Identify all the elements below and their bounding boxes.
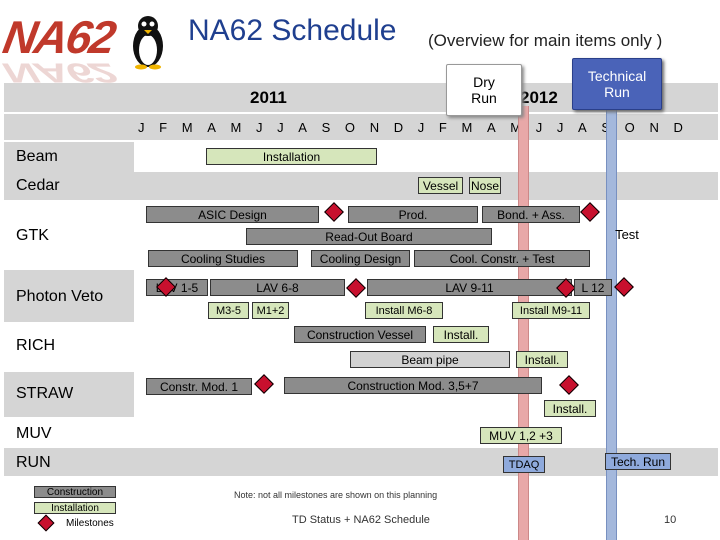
milestone-marker (254, 374, 274, 394)
page-title: NA62 Schedule (188, 14, 396, 48)
month-label: D (673, 120, 682, 136)
bar-lav-12: L 12 (574, 279, 612, 296)
legend-milestone-icon (38, 515, 55, 532)
bar-gtk-bond-ass: Bond. + Ass. (482, 206, 580, 223)
bar-gtk-cooling-design: Cooling Design (311, 250, 410, 267)
na62-logo: NA62 NA62 (4, 10, 124, 80)
page-number: 10 (664, 514, 676, 526)
month-label: M (182, 120, 193, 136)
footer-center: TD Status + NA62 Schedule (292, 514, 430, 526)
bar-gtk-cooling-studies: Cooling Studies (148, 250, 298, 267)
month-label: A (578, 120, 587, 136)
row-label-rich: RICH (16, 337, 55, 355)
footer-note: Note: not all milestones are shown on th… (234, 490, 437, 500)
row-label-photon-veto: Photon Veto (16, 288, 103, 306)
year-2012: 2012 (520, 88, 558, 108)
month-label: D (394, 120, 403, 136)
bar-cedar-vessel: Vessel (418, 177, 463, 194)
dry-run-callout: Dry Run (446, 64, 522, 116)
page-subtitle: (Overview for main items only ) (428, 31, 662, 51)
milestone-marker (580, 202, 600, 222)
bar-straw-install: Install. (544, 400, 596, 417)
month-label: O (625, 120, 635, 136)
month-label: N (370, 120, 379, 136)
penguin-icon (126, 12, 170, 72)
month-label: J (277, 120, 284, 136)
technical-run-line (606, 102, 617, 540)
bar-gtk-asic-design: ASIC Design (146, 206, 319, 223)
legend-construction: Construction (34, 486, 116, 498)
bar-gtk-readout-board: Read-Out Board (246, 228, 492, 245)
bar-gtk-cool-constr-test: Cool. Constr. + Test (414, 250, 590, 267)
bar-install-m9-11: Install M9-11 (512, 302, 590, 319)
bar-straw-construction-mod-357: Construction Mod. 3,5+7 (284, 377, 542, 394)
bar-muv-12-3: MUV 1,2 +3 (480, 427, 562, 444)
technical-run-callout: Technical Run (572, 58, 662, 110)
month-label: J (138, 120, 145, 136)
month-label: F (439, 120, 447, 136)
bar-install-m6-8: Install M6-8 (365, 302, 443, 319)
month-label: M (231, 120, 242, 136)
month-label: N (649, 120, 658, 136)
dry-run-line (518, 106, 529, 540)
month-label: O (345, 120, 355, 136)
bar-straw-constr-mod1: Constr. Mod. 1 (146, 378, 252, 395)
month-axis: J F M A M J J A S O N D J F M A M J J A … (138, 120, 683, 136)
bar-run-tdaq: TDAQ (503, 456, 545, 473)
milestone-marker (614, 277, 634, 297)
legend-milestones: Milestones (66, 518, 114, 529)
year-2011: 2011 (250, 88, 287, 108)
row-label-run: RUN (16, 454, 51, 472)
month-label: J (536, 120, 543, 136)
bar-beam-installation: Installation (206, 148, 377, 165)
legend-installation: Installation (34, 502, 116, 514)
milestone-marker (559, 375, 579, 395)
bar-lav-1-5: LAV 1-5 (146, 279, 208, 296)
row-label-beam: Beam (16, 148, 58, 166)
month-label: A (207, 120, 216, 136)
month-label: A (487, 120, 496, 136)
month-label: J (256, 120, 263, 136)
month-label: M (461, 120, 472, 136)
month-label: S (322, 120, 331, 136)
bar-install-m1-2: M1+2 (252, 302, 289, 319)
row-label-muv: MUV (16, 425, 52, 443)
month-label: J (557, 120, 564, 136)
row-label-straw: STRAW (16, 385, 73, 403)
bar-lav-6-8: LAV 6-8 (210, 279, 345, 296)
bar-rich-beam-pipe-install: Install. (516, 351, 568, 368)
row-label-gtk: GTK (16, 227, 49, 245)
bar-lav-9-11: LAV 9-11 (367, 279, 572, 296)
month-label: A (298, 120, 307, 136)
bar-rich-construction-vessel: Construction Vessel (294, 326, 426, 343)
bar-gtk-prod: Prod. (348, 206, 478, 223)
milestone-marker (324, 202, 344, 222)
milestone-marker (346, 278, 366, 298)
row-label-cedar: Cedar (16, 177, 60, 195)
bar-install-m3-5: M3-5 (208, 302, 249, 319)
month-label: F (159, 120, 167, 136)
bar-cedar-nose: Nose (469, 177, 501, 194)
gtk-test-label: Test (600, 226, 654, 243)
bar-run-tech-run: Tech. Run (605, 453, 671, 470)
bar-rich-beam-pipe: Beam pipe (350, 351, 510, 368)
bar-rich-install: Install. (433, 326, 489, 343)
month-label: J (418, 120, 425, 136)
